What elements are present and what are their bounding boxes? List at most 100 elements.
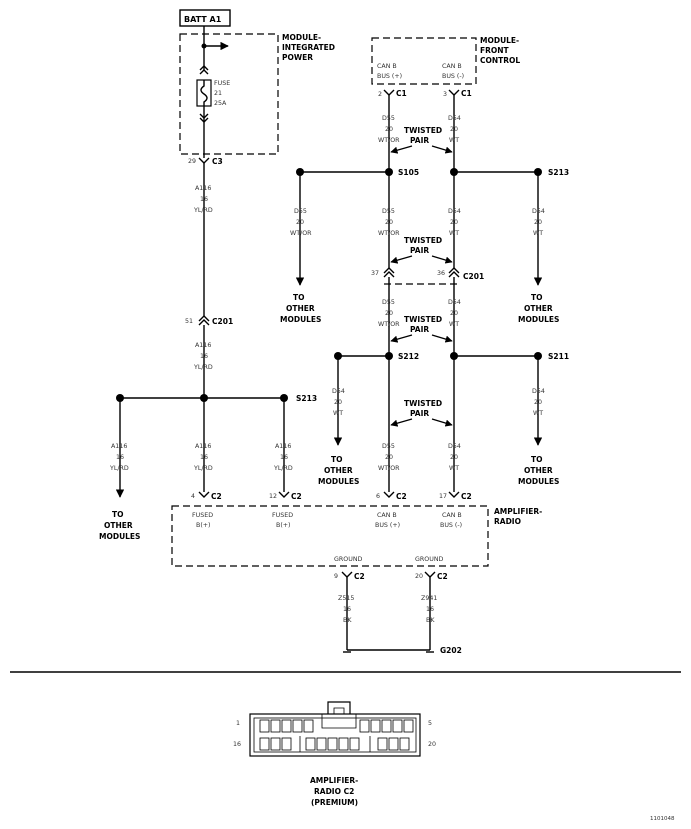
d55-color-2: WT/OR <box>378 230 400 237</box>
batt-box <box>179 9 231 27</box>
d54-s212-gauge: 20 <box>334 399 342 406</box>
to-other-left-2: OTHER <box>104 521 133 530</box>
fuse-rating: 25A <box>214 100 227 107</box>
d55-gauge-2: 20 <box>385 219 393 226</box>
c2-label-3: C2 <box>396 492 407 501</box>
ground-label-1: GROUND <box>334 556 363 563</box>
to-other-4-2: OTHER <box>524 466 553 475</box>
to-other-3-3: MODULES <box>318 477 359 486</box>
c2-label-6: C2 <box>437 572 448 581</box>
a116-mid-color: YL/RD <box>193 465 213 472</box>
batt-label: BATT A1 <box>184 15 222 24</box>
amp-pin1-b: B(+) <box>196 522 211 529</box>
c2-pin-6: 6 <box>376 493 380 500</box>
d54-color-1: WT <box>449 137 459 144</box>
z515-color: BK <box>343 617 352 624</box>
a116-color-1: YL/RD <box>193 207 213 214</box>
amp-pin4-b: BUS (-) <box>440 522 462 529</box>
c201-pin-37: 37 <box>371 270 379 277</box>
amp-pin3-a: CAN B <box>377 512 397 519</box>
a116-mid-gauge: 16 <box>200 454 208 461</box>
c2-pin-17: 17 <box>439 493 447 500</box>
d54-s212-color: WT <box>333 410 343 417</box>
c201-label-b: C201 <box>463 272 484 281</box>
amp-pin1-a: FUSED <box>192 512 213 519</box>
d54-s211-color: WT <box>533 410 543 417</box>
d54-gauge-1: 20 <box>450 126 458 133</box>
d55-left-gauge: 20 <box>296 219 304 226</box>
d54-right-gauge: 20 <box>534 219 542 226</box>
twisted-pair-4-a: TWISTED <box>404 399 442 408</box>
z941-gauge: 16 <box>426 606 434 613</box>
d54-right-name: D54 <box>532 208 545 215</box>
c2-pin-20: 20 <box>415 573 423 580</box>
c2-pin-9: 9 <box>334 573 338 580</box>
d55-gauge-4: 20 <box>385 454 393 461</box>
ipm-label-2: INTEGRATED <box>282 43 335 52</box>
z941-name: Z941 <box>421 595 437 602</box>
twisted-pair-1-b: PAIR <box>410 136 429 145</box>
d55-color-4: WT/OR <box>378 465 400 472</box>
to-other-3-2: OTHER <box>324 466 353 475</box>
d54-gauge-2: 20 <box>450 219 458 226</box>
c201-pin-51: 51 <box>185 318 193 325</box>
twisted-pair-3-a: TWISTED <box>404 315 442 324</box>
a116-name-2: A116 <box>195 342 211 349</box>
d54-name-2: D54 <box>448 208 461 215</box>
fcm-module-box <box>371 37 477 85</box>
fuse-label: FUSE <box>214 80 230 87</box>
a116-gauge-2: 16 <box>200 353 208 360</box>
ground-g202: G202 <box>440 646 462 655</box>
ipm-label-3: POWER <box>282 53 313 62</box>
amp-pin2-a: FUSED <box>272 512 293 519</box>
d54-color-2: WT <box>449 230 459 237</box>
to-other-2-3: MODULES <box>518 315 559 324</box>
amp-label-2: RADIO <box>494 517 521 526</box>
a116-gauge-1: 16 <box>200 196 208 203</box>
a116-left-color: YL/RD <box>109 465 129 472</box>
connector-caption-1: AMPLIFIER- <box>310 776 358 785</box>
ground-label-2: GROUND <box>415 556 444 563</box>
d55-name-3: D55 <box>382 299 395 306</box>
fcm-pin2-label-2: BUS (-) <box>442 73 464 80</box>
amplifier-radio-box <box>171 505 489 567</box>
c201-label-a: C201 <box>212 317 233 326</box>
to-other-4-3: MODULES <box>518 477 559 486</box>
c2-label-2: C2 <box>291 492 302 501</box>
connector-pin-16: 16 <box>233 741 241 748</box>
fcm-c1-a: C1 <box>396 89 407 98</box>
z515-gauge: 16 <box>343 606 351 613</box>
amp-pin2-b: B(+) <box>276 522 291 529</box>
fcm-pin1-label-1: CAN B <box>377 63 397 70</box>
d54-name-4: D54 <box>448 443 461 450</box>
d54-color-3: WT <box>449 321 459 328</box>
fcm-label-2: FRONT <box>480 46 510 55</box>
d55-left-name: D55 <box>294 208 307 215</box>
to-other-4-1: TO <box>531 455 543 464</box>
fcm-label-3: CONTROL <box>480 56 520 65</box>
z515-name: Z515 <box>338 595 354 602</box>
figure-id: 1101048 <box>650 816 675 822</box>
d54-name-3: D54 <box>448 299 461 306</box>
to-other-left-3: MODULES <box>99 532 140 541</box>
a116-name-1: A116 <box>195 185 211 192</box>
fcm-pin2-label-1: CAN B <box>442 63 462 70</box>
d55-name-1: D55 <box>382 115 395 122</box>
d54-s212-name: D54 <box>332 388 345 395</box>
to-other-1-3: MODULES <box>280 315 321 324</box>
fuse-number: 21 <box>214 90 222 97</box>
twisted-pair-2-a: TWISTED <box>404 236 442 245</box>
c2-pin-4: 4 <box>191 493 195 500</box>
c3-label: C3 <box>212 157 223 166</box>
connector-caption-2: RADIO C2 <box>314 787 354 796</box>
z941-color: BK <box>426 617 435 624</box>
amp-label-1: AMPLIFIER- <box>494 507 542 516</box>
to-other-left-1: TO <box>112 510 124 519</box>
d55-gauge-1: 20 <box>385 126 393 133</box>
splice-s211: S211 <box>548 352 569 361</box>
fcm-label-1: MODULE- <box>480 36 519 45</box>
connector-face-c2 <box>249 701 421 757</box>
amp-pin4-a: CAN B <box>442 512 462 519</box>
to-other-2-1: TO <box>531 293 543 302</box>
